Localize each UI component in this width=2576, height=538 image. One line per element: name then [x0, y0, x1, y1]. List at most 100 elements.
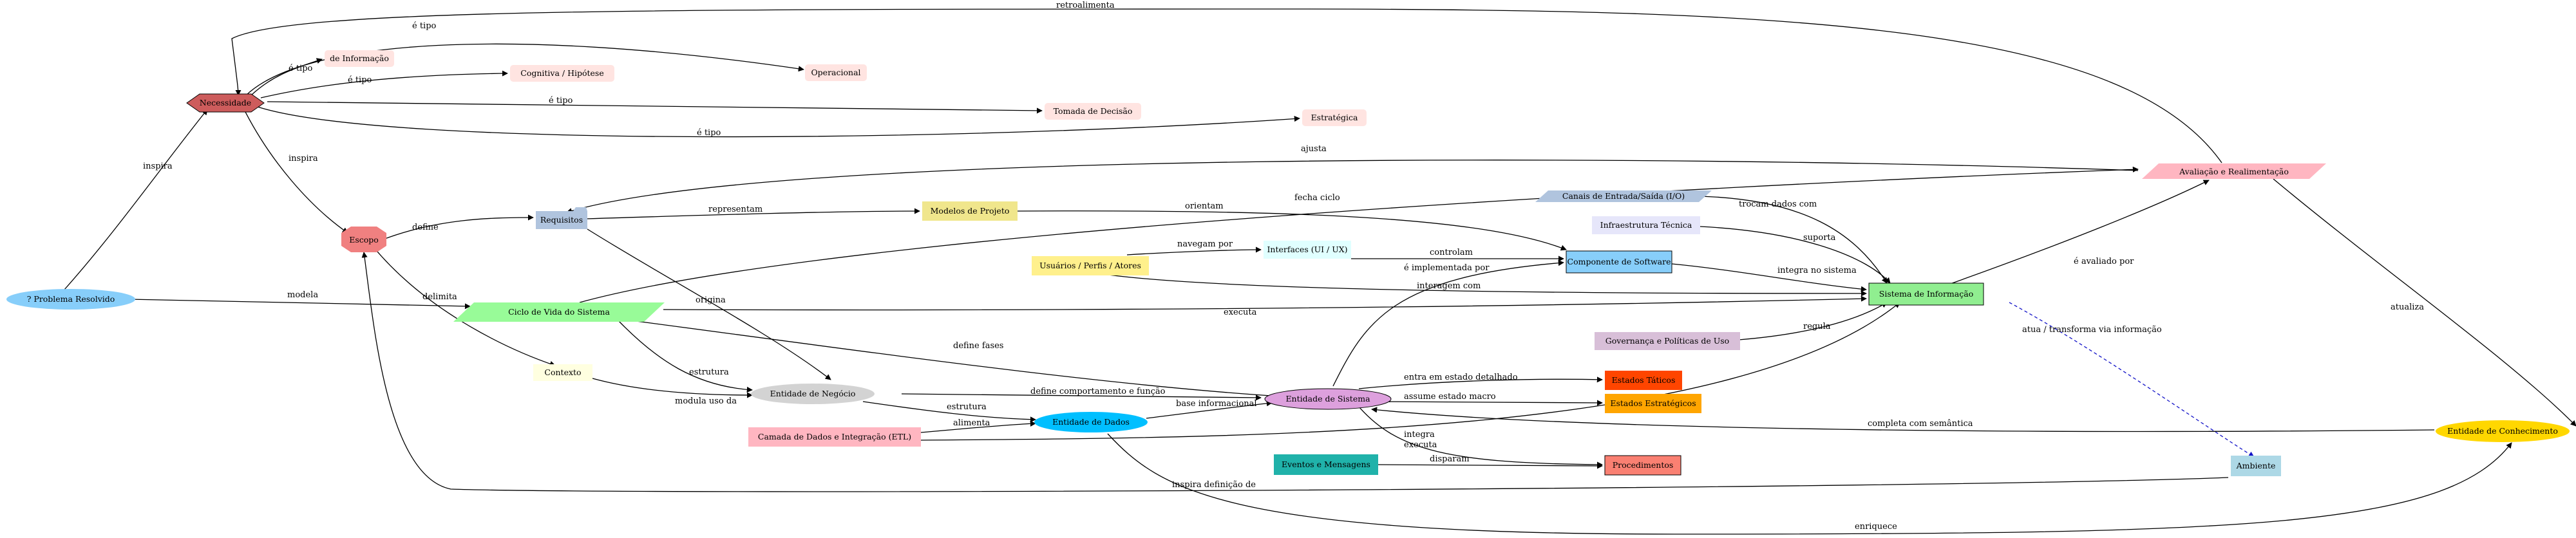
node-ambiente-shape	[2231, 456, 2281, 476]
edge-executa-sistema	[1358, 406, 1603, 468]
edge-entra-em-estado	[1358, 376, 1603, 389]
edge-executa-ciclo	[663, 295, 1867, 311]
edge-base-informacional	[1146, 400, 1273, 419]
node-entidade-negocio: Entidade de Negócio	[751, 384, 875, 404]
node-modelos-projeto-label: Modelos de Projeto	[931, 206, 1010, 216]
edge-disparam	[1378, 463, 1603, 469]
edge-label-interagem-com: interagem com	[1417, 281, 1481, 291]
edge-trocam-dados	[1700, 196, 1888, 284]
node-componente-software-label: Componente de Software	[1567, 257, 1671, 266]
node-requisitos: Requisitos	[536, 207, 587, 229]
node-camada-dados: Camada de Dados e Integração (ETL)	[748, 427, 921, 447]
node-interfaces-label: Interfaces (UI / UX)	[1267, 245, 1347, 254]
node-camada-dados-shape	[748, 427, 921, 447]
edge-label-ajusta: ajusta	[1301, 144, 1327, 154]
edge-define-comportamento	[901, 393, 1262, 401]
edge-estrutura-negocio	[862, 401, 1036, 423]
node-procedimentos: Procedimentos	[1604, 455, 1681, 476]
node-entidade-dados-label: Entidade de Dados	[1052, 417, 1130, 427]
node-avaliacao-shape	[2142, 163, 2326, 179]
edge-integra	[920, 302, 1900, 441]
node-tipo-estrategica-shape	[1302, 109, 1367, 126]
edge-delimita	[373, 246, 556, 367]
edge-label-inspira-1: inspira	[143, 162, 173, 171]
edge-label-e-avaliado-por: é avaliado por	[2074, 257, 2134, 266]
node-canais-label: Canais de Entrada/Saída (I/O)	[1562, 191, 1685, 201]
node-eventos: Eventos e Mensagens	[1274, 454, 1378, 475]
edge-ajusta	[566, 160, 2139, 214]
edge-label-integra: integra	[1404, 430, 1435, 440]
node-estados-taticos-shape	[1605, 371, 1682, 390]
node-estados-estrategicos-shape	[1605, 394, 1701, 413]
edge-label-executa-ciclo: executa	[1224, 308, 1257, 317]
node-ambiente-label: Ambiente	[2236, 461, 2276, 470]
node-escopo: Escopo	[341, 227, 386, 252]
node-canais-shape	[1535, 190, 1712, 202]
edge-label-e-tipo-5: é tipo	[697, 128, 721, 138]
edge-estrutura-ciclo	[618, 320, 753, 393]
edge-atualiza	[2273, 178, 2576, 427]
edge-label-regula: regula	[1803, 322, 1831, 331]
edge-origina	[587, 228, 831, 380]
node-ciclo-vida-shape	[453, 302, 665, 322]
edge-e-tipo-decisao	[267, 101, 1043, 114]
node-entidade-negocio-shape	[751, 384, 875, 404]
edge-label-assume-estado: assume estado macro	[1404, 392, 1496, 402]
edge-e-tipo-informacao	[251, 58, 323, 96]
node-governanca: Governança e Políticas de Uso	[1595, 332, 1740, 350]
edge-label-modula-uso: modula uso da	[675, 396, 737, 406]
edge-inspira-definicao	[361, 252, 2229, 492]
node-requisitos-shape	[536, 207, 587, 229]
edge-label-e-tipo-3: é tipo	[348, 75, 372, 85]
node-avaliacao-label: Avaliação e Realimentação	[2179, 167, 2289, 176]
node-governanca-label: Governança e Políticas de Uso	[1605, 336, 1729, 346]
node-entidade-sistema-label: Entidade de Sistema	[1285, 394, 1370, 404]
node-tipo-informacao: de Informação	[325, 50, 394, 67]
edge-define-fases	[611, 317, 1282, 400]
node-modelos-projeto: Modelos de Projeto	[922, 201, 1018, 221]
node-escopo-shape	[341, 227, 386, 252]
node-entidade-negocio-label: Entidade de Negócio	[770, 389, 856, 398]
node-entidade-dados: Entidade de Dados	[1034, 412, 1148, 432]
node-contexto-shape	[533, 364, 592, 381]
node-canais: Canais de Entrada/Saída (I/O)	[1535, 190, 1712, 202]
node-tipo-decisao: Tomada de Decisão	[1045, 103, 1141, 120]
edge-integra-no-sistema	[1671, 263, 1867, 292]
node-usuarios: Usuários / Perfis / Atores	[1032, 256, 1149, 275]
node-entidade-sistema: Entidade de Sistema	[1264, 388, 1392, 410]
edge-label-e-tipo-2: é tipo	[289, 64, 313, 73]
node-necessidade-shape	[186, 93, 265, 113]
edge-modela	[128, 299, 471, 310]
node-estados-taticos: Estados Táticos	[1605, 371, 1682, 390]
edge-e-implementada-por	[1332, 260, 1564, 387]
edge-label-define-fases: define fases	[953, 341, 1003, 351]
node-tipo-cognitiva: Cognitiva / Hipótese	[510, 65, 614, 82]
node-necessidade-label: Necessidade	[200, 98, 251, 107]
node-eventos-shape	[1274, 454, 1378, 475]
edge-suporta	[1700, 226, 1891, 284]
edge-label-estrutura-1: estrutura	[689, 367, 729, 377]
node-contexto: Contexto	[533, 364, 592, 381]
node-ciclo-vida: Ciclo de Vida do Sistema	[453, 302, 665, 322]
node-problema-resolvido: ? Problema Resolvido	[6, 289, 135, 310]
edge-label-integra-no-sistema: integra no sistema	[1777, 266, 1857, 275]
node-sistema-informacao-shape	[1868, 283, 1984, 306]
node-tipo-cognitiva-shape	[510, 65, 614, 82]
edge-label-orientam: orientam	[1185, 201, 1224, 211]
edge-e-avaliado-por	[1944, 180, 2210, 286]
edge-label-controlam: controlam	[1430, 248, 1473, 257]
node-requisitos-label: Requisitos	[540, 215, 583, 225]
edge-enriquece	[1107, 433, 2512, 535]
node-usuarios-label: Usuários / Perfis / Atores	[1039, 261, 1141, 270]
edge-interagem-com	[1094, 272, 1867, 297]
edge-completa-semantica	[1371, 407, 2435, 432]
node-tipo-decisao-label: Tomada de Decisão	[1054, 106, 1133, 116]
node-interfaces-shape	[1264, 241, 1351, 259]
node-tipo-operacional-label: Operacional	[811, 68, 860, 77]
edge-retroalimenta	[231, 8, 2222, 163]
edge-label-trocam-dados: trocam dados com	[1739, 199, 1817, 209]
edge-label-base-informacional: base informacional	[1176, 399, 1257, 409]
edge-label-origina: origina	[696, 295, 726, 305]
node-tipo-operacional-shape	[805, 64, 867, 81]
edge-label-enriquece: enriquece	[1855, 522, 1897, 532]
